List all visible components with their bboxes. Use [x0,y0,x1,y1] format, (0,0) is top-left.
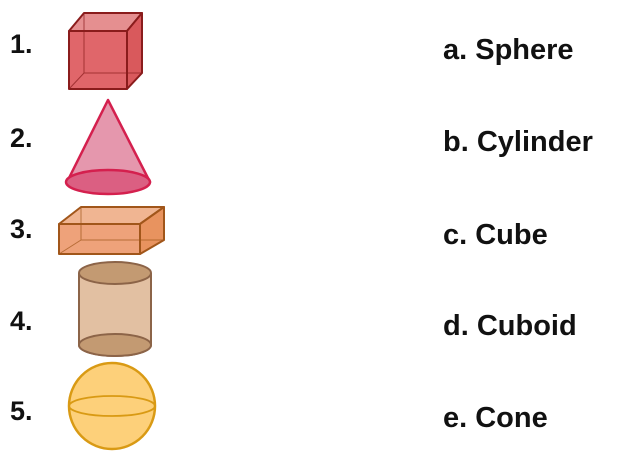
cylinder-icon [78,261,152,357]
cuboid-icon [58,206,165,255]
item-number-1: 1. [10,29,33,59]
item-number-5: 5. [10,396,33,426]
item-number-3: 3. [10,214,33,244]
option-a: a. Sphere [443,34,574,66]
item-number-2: 2. [10,123,33,153]
cube-icon [68,12,143,90]
sphere-icon [67,361,157,451]
option-b: b. Cylinder [443,126,593,158]
option-e: e. Cone [443,402,548,434]
option-c: c. Cube [443,219,548,251]
cone-icon [64,98,152,196]
item-number-4: 4. [10,306,33,336]
option-d: d. Cuboid [443,310,577,342]
